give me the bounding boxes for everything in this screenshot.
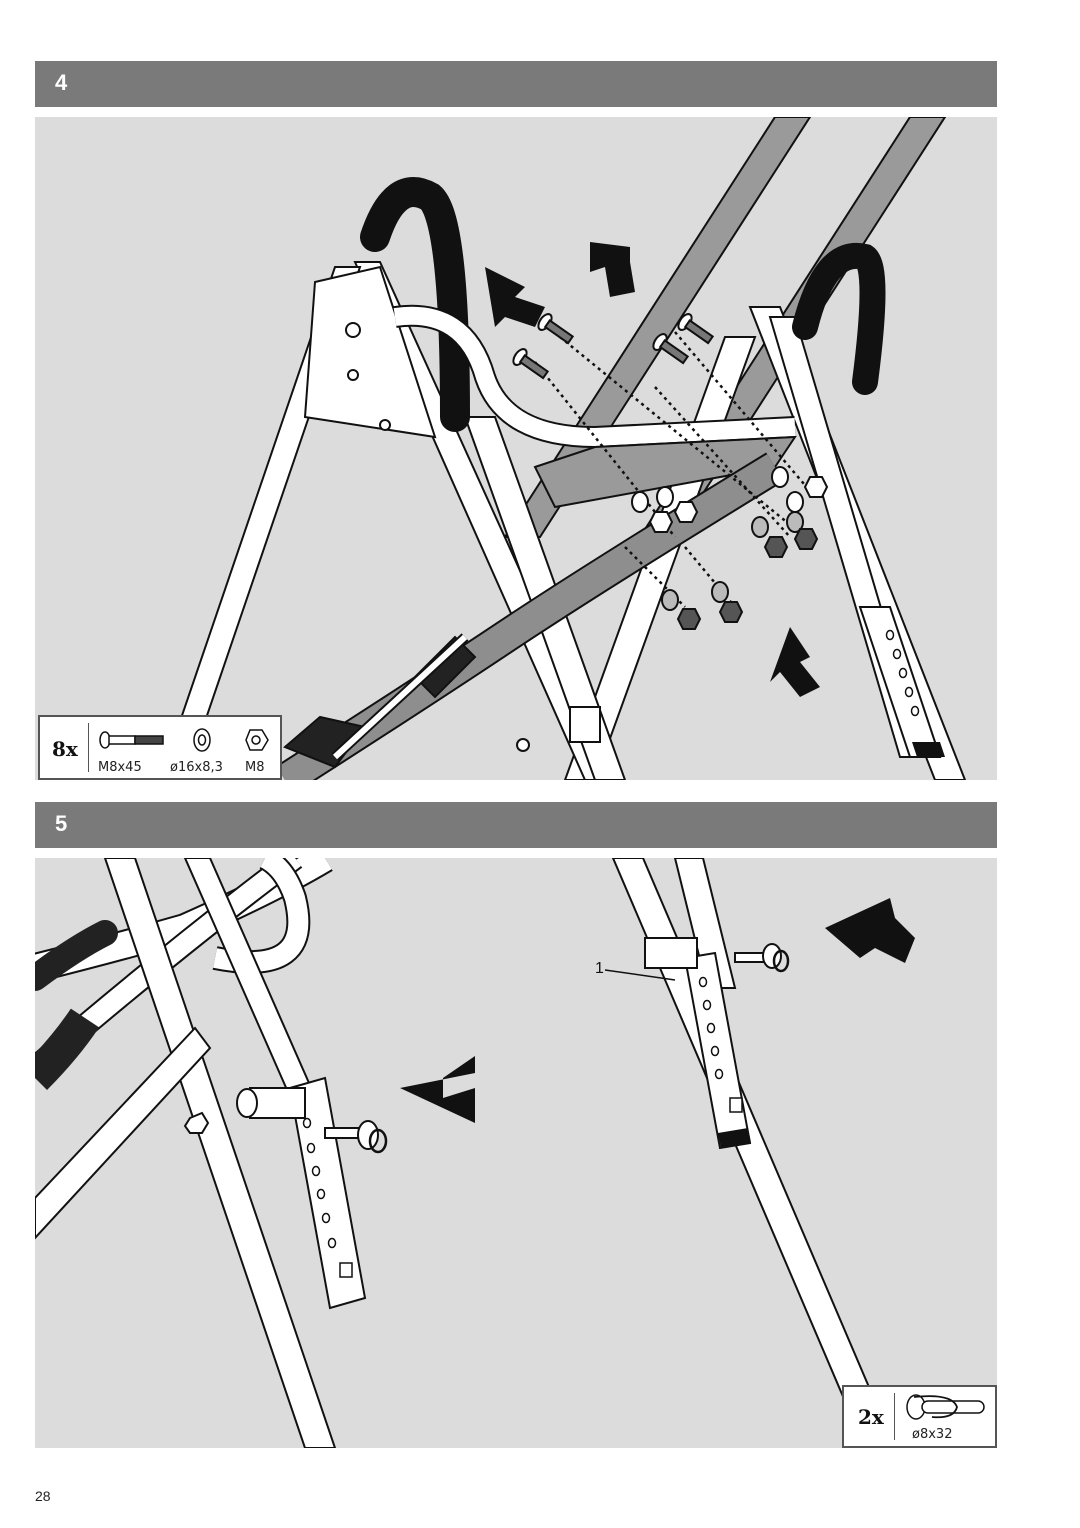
nut-label: M8: [245, 760, 265, 775]
right-foam-grip: [792, 242, 886, 395]
arrow-left-2: [825, 898, 915, 963]
u-handle: [393, 306, 796, 447]
bolt-label: M8x45: [98, 760, 142, 775]
direction-arrows: [485, 242, 820, 697]
left-legs: [35, 858, 337, 1448]
left-clamp: [183, 1087, 306, 1134]
parts-divider: [88, 723, 89, 772]
parts-divider: [894, 1393, 895, 1440]
left-bracket-plate: [303, 265, 437, 439]
step-5-parts-box: 2x ø8x32: [842, 1385, 997, 1448]
step-4-header: 4: [35, 61, 997, 107]
washers-nuts-group: [631, 466, 829, 630]
leg-adjustment-drawing: [35, 858, 915, 1448]
right-clamp: [644, 937, 698, 969]
parts-quantity: 8x: [52, 737, 78, 761]
crossbar: [533, 435, 797, 509]
right-lock-pin: [734, 943, 790, 973]
arrow-up-left: [770, 627, 820, 697]
ankle-mechanism: [283, 633, 477, 769]
left-structure: [35, 858, 333, 1091]
right-telescopic-leg: [858, 606, 945, 758]
left-telescopic-leg: [288, 1076, 367, 1310]
arrow-left-1: [400, 1056, 475, 1123]
washer-icon: [193, 728, 211, 752]
bolt-icon: [99, 731, 164, 749]
washer-label: ø16x8,3: [170, 760, 223, 775]
arrow-down-right-1: [485, 267, 545, 327]
right-telescopic-leg: [683, 951, 752, 1150]
parts-quantity: 2x: [858, 1405, 884, 1429]
page-number: 28: [35, 1488, 51, 1504]
arrow-down-2: [590, 242, 635, 297]
callout-1: 1: [595, 960, 604, 977]
step-4-number: 4: [55, 70, 68, 95]
callout-leader: [604, 969, 676, 981]
step-4-parts-box: 8x M8x45 ø16x8,3 M8: [38, 715, 282, 780]
step-5-number: 5: [55, 811, 68, 836]
frame-assembly-drawing: [158, 117, 967, 780]
left-clamp: [516, 706, 601, 752]
step-5-illustration: 1 2x ø8x32: [35, 858, 997, 1448]
step-5-header: 5: [35, 802, 997, 848]
bolts-group: [512, 313, 715, 380]
left-lock-pin: [324, 1120, 388, 1154]
pin-label: ø8x32: [912, 1427, 953, 1442]
lock-pin-icon: [906, 1394, 985, 1420]
step-4-illustration: 8x M8x45 ø16x8,3 M8: [35, 117, 997, 780]
nut-icon: [245, 729, 269, 751]
